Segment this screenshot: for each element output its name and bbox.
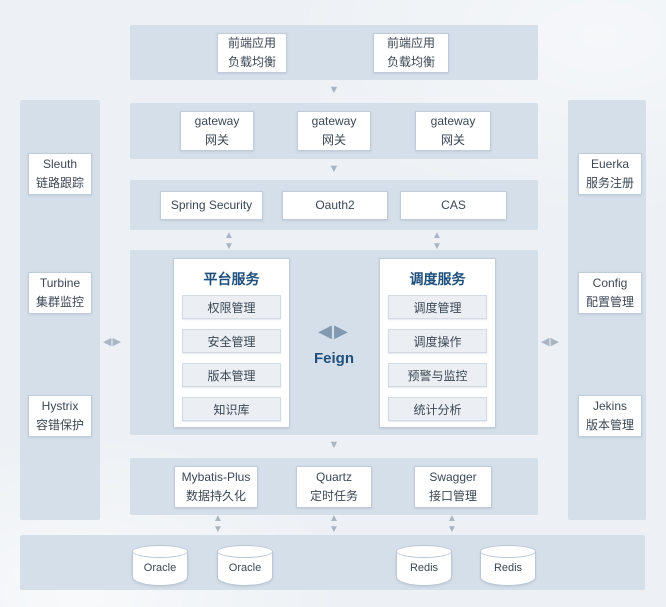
frontend-lb-node: 前端应用 负载均衡 — [217, 33, 287, 73]
spring-security-node: Spring Security — [160, 191, 263, 220]
platform-services-panel: 平台服务 权限管理 安全管理 版本管理 知识库 — [173, 258, 290, 428]
up-arrow-icon: ▲ — [447, 513, 457, 524]
gateway-node: gateway 网关 — [180, 111, 254, 151]
panel-title: 平台服务 — [203, 271, 260, 287]
horizontal-double-arrow-icon: ◀▶ — [103, 337, 122, 348]
left-arrow-icon: ◀ — [318, 321, 334, 341]
down-arrow-icon: ▼ — [432, 241, 442, 252]
node-label-line1: Euerka — [590, 157, 630, 172]
node-label: Oauth2 — [315, 198, 355, 213]
node-label-line2: 配置管理 — [585, 295, 634, 309]
schedule-item: 调度操作 — [388, 329, 487, 353]
node-label-line1: Quartz — [315, 470, 352, 485]
turbine-node: Turbine 集群监控 — [28, 272, 92, 314]
hystrix-node: Hystrix 容错保护 — [28, 395, 92, 437]
node-label-line2: 版本管理 — [585, 418, 634, 432]
node-label-line1: Turbine — [39, 276, 81, 291]
db-label: Redis — [409, 562, 439, 574]
node-label-line1: gateway — [311, 114, 357, 129]
node-label-line2: 链路跟踪 — [35, 176, 84, 190]
down-arrow-icon: ▼ — [213, 524, 223, 535]
node-label-line1: Config — [592, 276, 628, 291]
platform-item: 知识库 — [182, 397, 281, 421]
node-label: Spring Security — [170, 198, 253, 213]
eureka-node: Euerka 服务注册 — [578, 153, 642, 195]
schedule-item: 调度管理 — [388, 295, 487, 319]
node-label: CAS — [441, 198, 466, 213]
node-label-line1: 前端应用 — [386, 36, 435, 51]
node-label-line2: 负载均衡 — [227, 55, 276, 69]
cas-node: CAS — [400, 191, 507, 220]
platform-item: 安全管理 — [182, 329, 281, 353]
config-node: Config 配置管理 — [578, 272, 642, 314]
up-arrow-icon: ▲ — [432, 230, 442, 241]
node-label-line1: Swagger — [429, 470, 477, 485]
up-arrow-icon: ▲ — [224, 230, 234, 241]
gateway-node: gateway 网关 — [415, 111, 491, 151]
panel-title: 调度服务 — [409, 271, 466, 287]
vertical-double-arrow-icon: ▲ ▼ — [447, 514, 457, 535]
down-arrow-icon: ▼ — [328, 84, 340, 96]
db-label: Oracle — [228, 562, 262, 574]
down-arrow-icon: ▼ — [329, 524, 339, 535]
redis-db-cylinder: Redis — [396, 545, 452, 586]
up-arrow-icon: ▲ — [213, 513, 223, 524]
down-arrow-icon: ▼ — [328, 439, 340, 451]
vertical-double-arrow-icon: ▲ ▼ — [329, 514, 339, 535]
left-arrow-icon: ◀ — [103, 336, 113, 348]
node-label-line2: 网关 — [204, 133, 229, 147]
right-arrow-icon: ▶ — [550, 336, 560, 348]
platform-item: 版本管理 — [182, 363, 281, 387]
oauth2-node: Oauth2 — [282, 191, 388, 220]
frontend-band — [130, 25, 538, 80]
down-arrow-icon: ▼ — [447, 524, 457, 535]
oracle-db-cylinder: Oracle — [217, 545, 273, 586]
node-label-line1: Hystrix — [41, 399, 79, 414]
node-label-line1: Sleuth — [42, 157, 78, 172]
oracle-db-cylinder: Oracle — [132, 545, 188, 586]
db-label: Redis — [493, 562, 523, 574]
sleuth-node: Sleuth 链路跟踪 — [28, 153, 92, 195]
vertical-double-arrow-icon: ▲ ▼ — [213, 514, 223, 535]
swagger-node: Swagger 接口管理 — [414, 466, 492, 508]
node-label-line1: 前端应用 — [227, 36, 276, 51]
node-label-line2: 数据持久化 — [185, 489, 246, 503]
node-label-line2: 服务注册 — [585, 176, 634, 190]
node-label-line2: 定时任务 — [309, 489, 358, 503]
schedule-item: 统计分析 — [388, 397, 487, 421]
node-label-line1: Mybatis-Plus — [181, 470, 251, 485]
node-label-line1: gateway — [194, 114, 240, 129]
down-arrow-icon: ▼ — [224, 241, 234, 252]
vertical-double-arrow-icon: ▲ ▼ — [432, 231, 442, 252]
horizontal-double-arrow-icon: ◀▶ — [541, 337, 560, 348]
mybatis-node: Mybatis-Plus 数据持久化 — [174, 466, 258, 508]
node-label-line2: 负载均衡 — [386, 55, 435, 69]
node-label-line2: 容错保护 — [35, 418, 84, 432]
frontend-lb-node: 前端应用 负载均衡 — [373, 33, 449, 73]
node-label-line2: 网关 — [321, 133, 346, 147]
redis-db-cylinder: Redis — [480, 545, 536, 586]
right-arrow-icon: ▶ — [334, 321, 350, 341]
db-label: Oracle — [143, 562, 177, 574]
gateway-node: gateway 网关 — [297, 111, 371, 151]
node-label-line1: Jekins — [592, 399, 627, 414]
feign-double-arrow-icon: ◀▶ — [308, 322, 360, 340]
node-label-line2: 接口管理 — [428, 489, 477, 503]
left-arrow-icon: ◀ — [541, 336, 551, 348]
down-arrow-icon: ▼ — [328, 163, 340, 175]
quartz-node: Quartz 定时任务 — [296, 466, 372, 508]
platform-item: 权限管理 — [182, 295, 281, 319]
node-label-line1: gateway — [430, 114, 476, 129]
jenkins-node: Jekins 版本管理 — [578, 395, 642, 437]
node-label-line2: 网关 — [440, 133, 465, 147]
up-arrow-icon: ▲ — [329, 513, 339, 524]
feign-label: Feign — [314, 350, 354, 367]
vertical-double-arrow-icon: ▲ ▼ — [224, 231, 234, 252]
node-label-line2: 集群监控 — [35, 295, 84, 309]
schedule-services-panel: 调度服务 调度管理 调度操作 预警与监控 统计分析 — [379, 258, 496, 428]
schedule-item: 预警与监控 — [388, 363, 487, 387]
right-arrow-icon: ▶ — [112, 336, 122, 348]
database-band — [20, 535, 645, 590]
